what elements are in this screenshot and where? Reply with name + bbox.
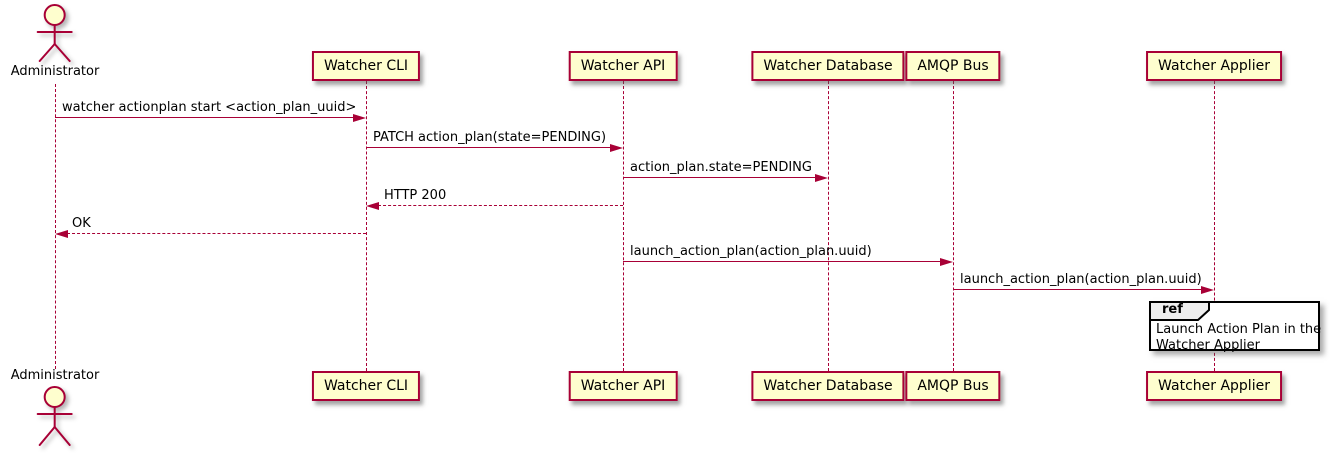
message-label-state-pending: action_plan.state=PENDING — [630, 160, 812, 175]
ref-tab: ref — [1149, 301, 1211, 321]
lifeline-watcher-cli — [366, 81, 367, 371]
message-line-actionplan-start — [55, 117, 354, 118]
lifeline-watcher-api — [623, 81, 624, 371]
ref-fragment: ref Launch Action Plan in the Watcher Ap… — [1149, 301, 1322, 354]
message-label-patch-action-plan: PATCH action_plan(state=PENDING) — [373, 130, 607, 145]
lifeline-watcher-applier — [1214, 81, 1215, 371]
message-label-launch-action-plan-api: launch_action_plan(action_plan.uuid) — [630, 244, 872, 259]
arrowhead-icon — [1201, 286, 1214, 294]
arrowhead-icon — [815, 174, 828, 182]
actor-label: Administrator — [10, 64, 100, 79]
arrowhead-icon — [366, 202, 379, 210]
participant-watcher-applier-bottom: Watcher Applier — [1146, 371, 1282, 401]
ref-text-line: Watcher Applier — [1156, 338, 1260, 353]
participant-watcher-cli-top: Watcher CLI — [311, 51, 421, 81]
message-label-actionplan-start: watcher actionplan start <action_plan_uu… — [62, 100, 357, 115]
message-line-state-pending — [623, 177, 815, 178]
message-line-http-200 — [378, 205, 623, 206]
actor-administrator-bottom: Administrator — [10, 368, 100, 450]
lifeline-amqp-bus — [953, 81, 954, 371]
arrowhead-icon — [610, 144, 623, 152]
ref-keyword: ref — [1162, 302, 1183, 317]
stick-figure-icon — [37, 4, 73, 62]
message-line-launch-action-plan-api — [623, 261, 941, 262]
participant-amqp-bus-bottom: AMQP Bus — [905, 371, 1001, 401]
arrowhead-icon — [55, 230, 68, 238]
ref-text-line: Launch Action Plan in the — [1156, 322, 1322, 337]
message-label-ok: OK — [72, 216, 91, 231]
arrowhead-icon — [940, 258, 953, 266]
participant-watcher-api-top: Watcher API — [568, 51, 678, 81]
ref-body: Launch Action Plan in the Watcher Applie… — [1156, 322, 1322, 354]
lifeline-watcher-database — [828, 81, 829, 371]
actor-label: Administrator — [10, 368, 100, 383]
participant-watcher-database-bottom: Watcher Database — [751, 371, 905, 401]
message-line-ok — [67, 233, 366, 234]
lifeline-administrator — [55, 84, 56, 369]
participant-amqp-bus-top: AMQP Bus — [905, 51, 1001, 81]
stick-figure-icon — [37, 386, 73, 446]
participant-watcher-database-top: Watcher Database — [751, 51, 905, 81]
message-line-launch-action-plan-amqp — [953, 289, 1202, 290]
participant-watcher-cli-bottom: Watcher CLI — [311, 371, 421, 401]
ref-tab-shape — [1149, 301, 1210, 321]
actor-administrator-top: Administrator — [10, 4, 100, 80]
message-label-http-200: HTTP 200 — [384, 188, 447, 203]
message-line-patch-action-plan — [366, 147, 611, 148]
message-label-launch-action-plan-amqp: launch_action_plan(action_plan.uuid) — [960, 272, 1202, 287]
arrowhead-icon — [353, 114, 366, 122]
participant-watcher-api-bottom: Watcher API — [568, 371, 678, 401]
participant-watcher-applier-top: Watcher Applier — [1146, 51, 1282, 81]
